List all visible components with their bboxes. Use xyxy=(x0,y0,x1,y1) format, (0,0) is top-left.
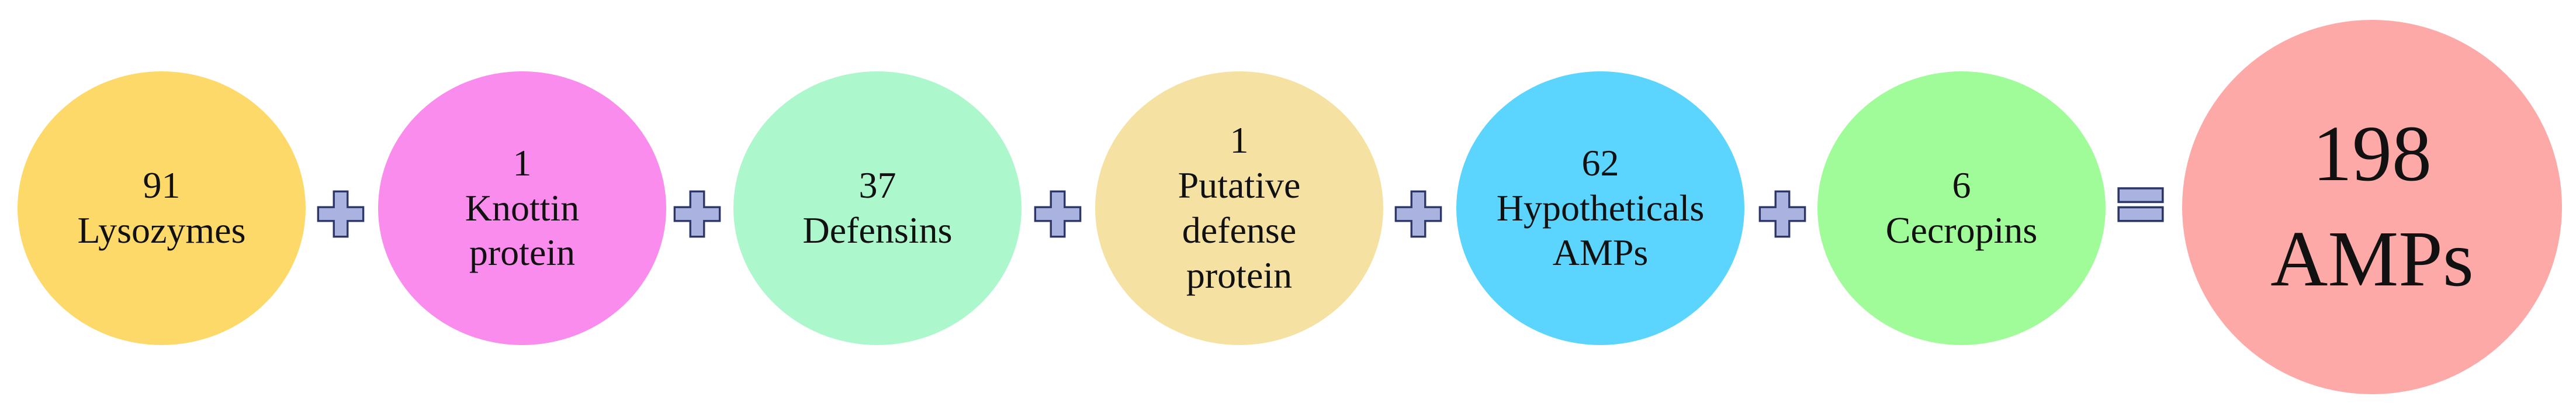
putative-count: 1 xyxy=(1230,119,1249,161)
defensins-label: Defensins xyxy=(802,209,953,251)
plus-icon xyxy=(316,189,365,239)
knottin-count: 1 xyxy=(513,142,532,184)
knottin-circle: 1 Knottin protein xyxy=(378,71,666,345)
plus-icon xyxy=(1758,189,1807,239)
defensins-count: 37 xyxy=(858,164,896,206)
hypotheticals-label-line2: AMPs xyxy=(1552,232,1649,274)
hypotheticals-label-line1: Hypotheticals xyxy=(1496,187,1705,229)
plus-icon xyxy=(1033,189,1082,239)
total-amps-circle: 198 AMPs xyxy=(2182,20,2562,394)
putative-defense-circle: 1 Putative defense protein xyxy=(1095,71,1383,345)
cecropins-count: 6 xyxy=(1952,164,1971,206)
total-label: AMPs xyxy=(2270,215,2474,303)
lysozymes-count: 91 xyxy=(143,164,181,206)
equals-icon xyxy=(2114,178,2167,230)
hypotheticals-circle: 62 Hypotheticals AMPs xyxy=(1456,71,1744,345)
hypotheticals-count: 62 xyxy=(1581,142,1619,184)
putative-label-line3: protein xyxy=(1186,254,1293,296)
defensins-circle: 37 Defensins xyxy=(733,71,1022,345)
plus-icon xyxy=(1394,189,1443,239)
plus-icon xyxy=(673,189,722,239)
total-count: 198 xyxy=(2312,110,2432,198)
lysozymes-circle: 91 Lysozymes xyxy=(18,71,306,345)
lysozymes-label: Lysozymes xyxy=(77,209,246,251)
cecropins-circle: 6 Cecropins xyxy=(1817,71,2106,345)
putative-label-line1: Putative xyxy=(1178,164,1301,206)
cecropins-label: Cecropins xyxy=(1885,209,2038,251)
knottin-label-line2: protein xyxy=(469,232,576,274)
putative-label-line2: defense xyxy=(1182,209,1297,251)
knottin-label-line1: Knottin xyxy=(465,187,580,229)
